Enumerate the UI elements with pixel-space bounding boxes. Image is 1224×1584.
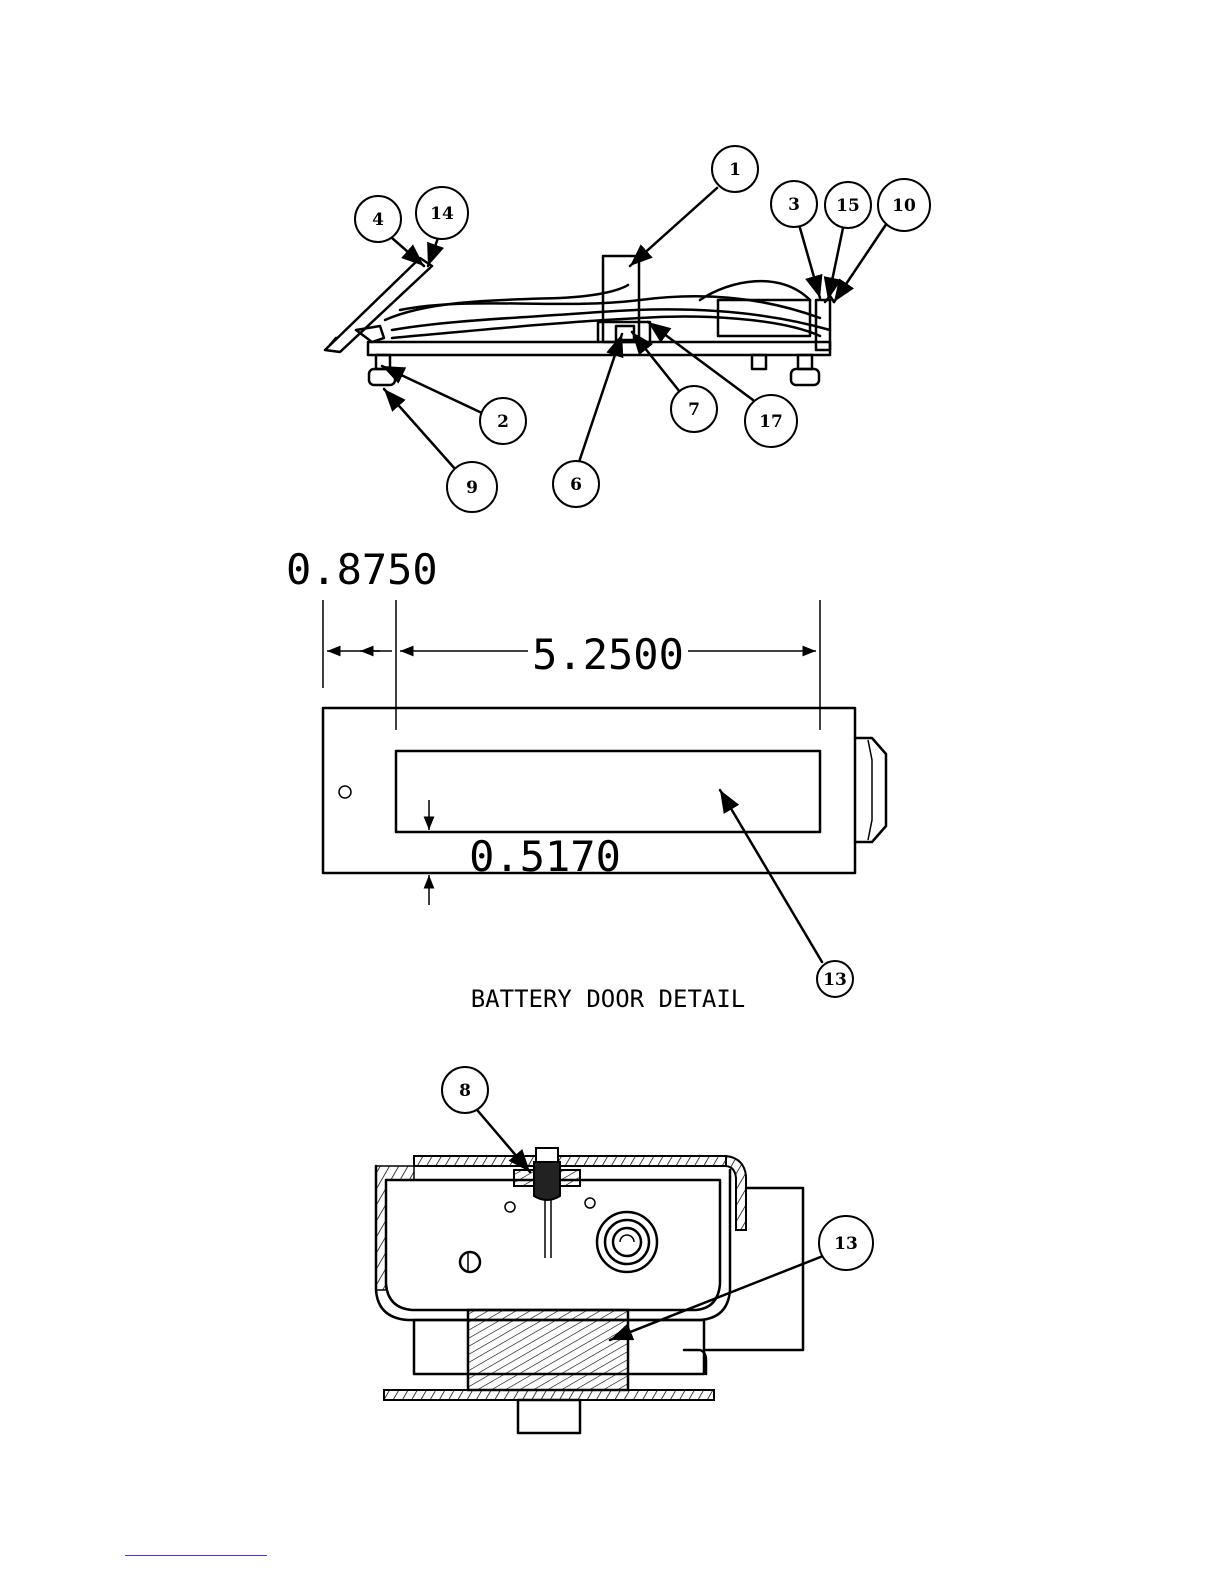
battery-door-detail: 0.8750 5.2500 0.5170 13 BATTERY DOOR DET…	[286, 545, 886, 1013]
callout-13-door: 13	[720, 790, 853, 997]
callout-13-section: 13	[610, 1216, 873, 1340]
footer-rule	[125, 1555, 267, 1556]
callout-7: 7	[632, 332, 717, 432]
svg-text:1: 1	[729, 160, 741, 180]
svg-text:2: 2	[497, 412, 509, 432]
section-view: 8 13	[376, 1067, 873, 1433]
dim-height-label: 0.5170	[469, 832, 621, 881]
callout-4: 4	[355, 196, 424, 266]
foot-right	[791, 355, 819, 385]
detail-caption: BATTERY DOOR DETAIL	[471, 985, 746, 1013]
svg-text:15: 15	[836, 196, 860, 216]
svg-text:17: 17	[759, 412, 783, 432]
dim-left-label: 0.8750	[286, 545, 438, 594]
callout-9: 9	[384, 389, 497, 512]
svg-text:7: 7	[688, 400, 700, 420]
assembly-side-view	[325, 256, 834, 385]
svg-text:3: 3	[788, 195, 800, 215]
svg-text:9: 9	[466, 478, 478, 498]
svg-text:4: 4	[372, 210, 384, 230]
svg-text:8: 8	[459, 1081, 471, 1101]
svg-text:13: 13	[823, 970, 847, 990]
callout-6: 6	[553, 334, 622, 507]
svg-text:14: 14	[430, 204, 454, 224]
dim-width-label: 5.2500	[532, 630, 684, 679]
svg-text:6: 6	[570, 475, 582, 495]
callout-3: 3	[771, 181, 820, 298]
callout-14: 14	[416, 187, 468, 266]
callout-2: 2	[382, 366, 526, 444]
callout-1: 1	[630, 146, 758, 266]
svg-text:10: 10	[892, 196, 916, 216]
svg-text:13: 13	[834, 1234, 858, 1254]
